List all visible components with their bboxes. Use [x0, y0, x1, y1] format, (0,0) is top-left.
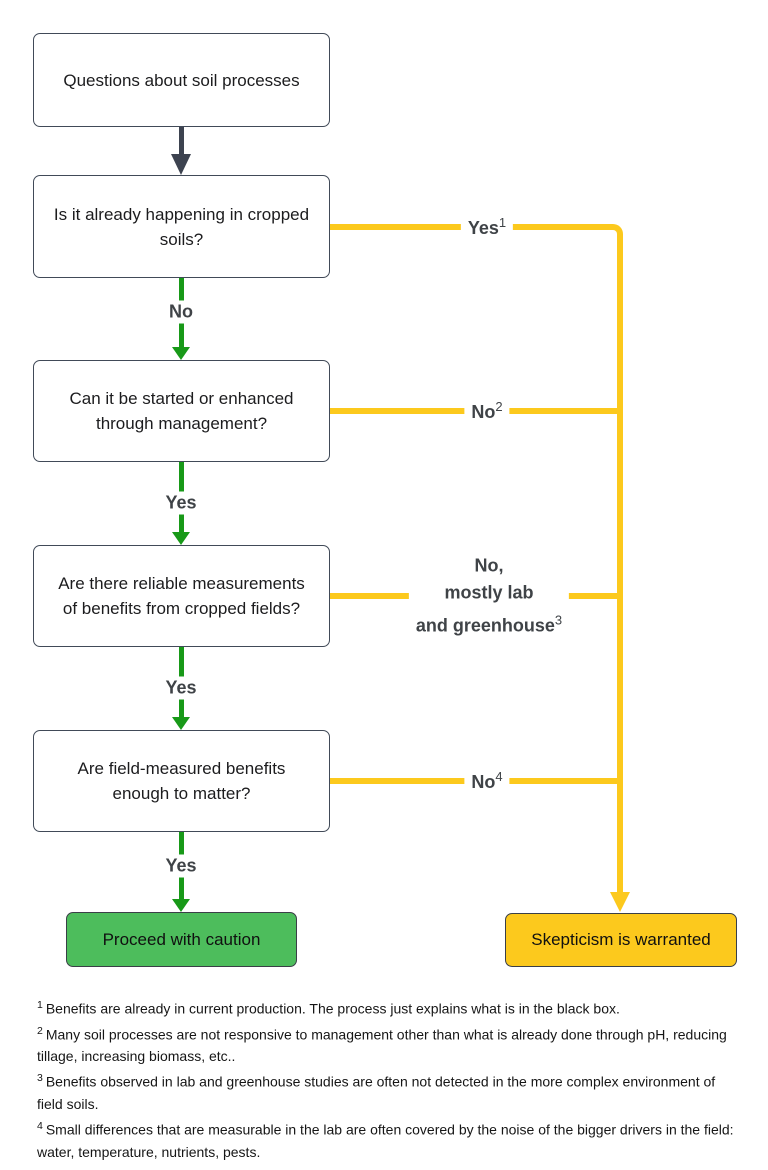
edge-label-yes-down2: Yes	[158, 491, 204, 515]
node-benefits-matter: Are field-measured benefits enough to ma…	[33, 730, 330, 832]
arrow-down-green-icon-1	[172, 347, 190, 360]
node-already-happening: Is it already happening in cropped soils…	[33, 175, 330, 278]
branch-label-no3: No, mostly lab and greenhouse3	[408, 551, 570, 641]
node-questions-label: Questions about soil processes	[63, 70, 300, 90]
node-reliable-measurements: Are there reliable measurements of benef…	[33, 545, 330, 647]
edge-label-no-down: No	[162, 300, 200, 324]
branch-label-no4: No4	[464, 768, 510, 794]
arrow-down-yellow-icon	[610, 892, 630, 912]
edge-label-yes-down3: Yes	[158, 676, 204, 700]
arrow-down-green-icon-4	[172, 899, 190, 912]
terminal-proceed: Proceed with caution	[66, 912, 297, 967]
node-started-enhanced-label: Can it be started or enhanced through ma…	[69, 389, 294, 433]
node-benefits-matter-label: Are field-measured benefits enough to ma…	[77, 759, 286, 803]
arrow-down-dark-icon	[171, 154, 191, 175]
edge-label-yes-down4: Yes	[158, 854, 204, 878]
node-started-enhanced: Can it be started or enhanced through ma…	[33, 360, 330, 462]
node-already-happening-label: Is it already happening in cropped soils…	[53, 204, 310, 249]
terminal-proceed-label: Proceed with caution	[102, 929, 261, 949]
connector-dark-line	[179, 127, 184, 154]
arrow-down-green-icon-3	[172, 717, 190, 730]
branch-label-yes1: Yes1	[460, 214, 514, 240]
arrow-down-green-icon-2	[172, 532, 190, 545]
terminal-skepticism-label: Skepticism is warranted	[531, 930, 711, 949]
branch-label-no2: No2	[464, 398, 510, 424]
terminal-skepticism: Skepticism is warranted	[505, 913, 737, 967]
node-questions: Questions about soil processes	[33, 33, 330, 127]
node-reliable-measurements-label: Are there reliable measurements of benef…	[58, 574, 305, 618]
